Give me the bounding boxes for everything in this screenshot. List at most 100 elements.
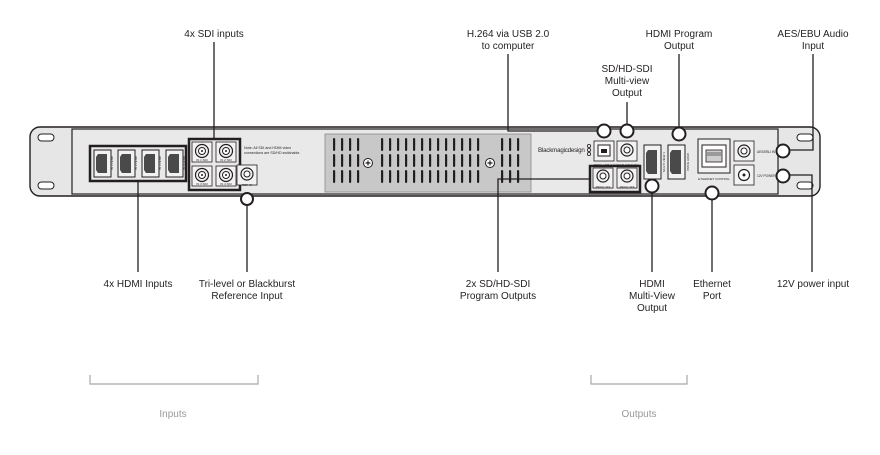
vent-screw-right — [485, 158, 495, 168]
vent-slot — [341, 138, 344, 151]
sdi-in-3-label: IN 3 SDI — [196, 182, 208, 186]
vent-slot — [501, 170, 504, 183]
panel-note-line-2: connections are SD/HD switchable. — [244, 151, 300, 155]
label-sdi-inputs: 4x SDI inputs — [184, 29, 244, 40]
vent-slot — [509, 138, 512, 151]
ethernet-label: ETHERNET CONTROL — [698, 177, 730, 181]
vent-slot — [453, 138, 456, 151]
vent-panel — [324, 133, 532, 193]
vent-slot — [357, 154, 360, 167]
label-aes-ebu-audio-input: AES/EBU Audio Input — [777, 29, 849, 52]
hdmi-in-2-label: IN 2 HDMI — [134, 156, 138, 170]
multiview-sdi-connector: MULTI VIEW SDI — [615, 140, 639, 167]
group-label-inputs: Inputs — [159, 409, 187, 420]
hdmi-in-4-label: IN 4 HDMI — [182, 156, 186, 170]
vent-slot — [461, 154, 464, 167]
sdi-in-4-label: IN 4 SDI — [220, 182, 232, 186]
sdi-in-2-connector — [215, 141, 237, 163]
group-label-outputs: Outputs — [621, 409, 657, 420]
brand-logo-dots — [587, 143, 592, 156]
outputs-bracket — [590, 375, 688, 385]
vent-slot — [453, 154, 456, 167]
label-h264-usb: H.264 via USB 2.0 to computer — [466, 29, 550, 52]
vent-slot — [517, 170, 520, 183]
vent-slots — [333, 138, 520, 183]
brand-logo: Blackmagicdesign — [538, 147, 585, 154]
vent-slot — [397, 154, 400, 167]
vent-slot — [413, 138, 416, 151]
hdmi-multiview-label: MULTI VIEW 1 — [662, 152, 666, 172]
vent-slot — [469, 154, 472, 167]
sdi-in-1-connector — [191, 141, 213, 163]
callout-power-line — [790, 174, 813, 272]
aes-input-connector: AES/EBU IN — [733, 140, 776, 162]
vent-slot — [461, 170, 464, 183]
prog-sdi-1-label: PROG SDI — [596, 185, 611, 189]
mount-hole-left-bottom — [37, 181, 55, 190]
vent-slot — [429, 138, 432, 151]
vent-slot — [413, 154, 416, 167]
marker-usb — [596, 123, 612, 139]
marker-ethernet — [704, 185, 720, 201]
panel-note-line-1: Note: All SDI and HDMI video — [244, 146, 291, 150]
power-connector: 12V POWER — [733, 164, 776, 186]
program-sdi-output-group: PROG SDI PROG SDI — [588, 164, 642, 194]
vent-slot — [405, 170, 408, 183]
marker-hdmi-program — [671, 126, 687, 142]
vent-slot — [477, 170, 480, 183]
vent-slot — [429, 154, 432, 167]
vent-slot — [469, 170, 472, 183]
vent-slot — [421, 170, 424, 183]
marker-power — [775, 168, 791, 184]
vent-slot — [469, 138, 472, 151]
hdmi-in-1-label: IN 1 HDMI — [110, 156, 114, 170]
vent-slot — [381, 154, 384, 167]
vent-slot — [397, 170, 400, 183]
label-hdmi-inputs: 4x HDMI Inputs — [103, 279, 173, 290]
usb-port: PROG USB 2.0 — [594, 140, 615, 167]
mount-hole-right-top — [796, 133, 814, 142]
vent-slot — [445, 170, 448, 183]
vent-slot — [413, 170, 416, 183]
label-ethernet-port: Ethernet Port — [693, 279, 731, 302]
hdmi-in-4-port: IN 4 HDMI — [165, 149, 186, 178]
vent-slot — [437, 138, 440, 151]
marker-multiview-sdi — [619, 123, 635, 139]
vent-slot — [333, 170, 336, 183]
mount-hole-left-top — [37, 133, 55, 142]
vent-slot — [453, 170, 456, 183]
vent-slot — [429, 170, 432, 183]
vent-slot — [389, 154, 392, 167]
vent-slot — [517, 138, 520, 151]
label-sdhd-multiview-output: SD/HD-SDI Multi-view Output — [601, 64, 653, 99]
hdmi-in-2-port: IN 2 HDMI — [117, 149, 138, 178]
vent-slot — [333, 138, 336, 151]
label-power-input: 12V power input — [776, 279, 850, 290]
callout-program-outputs-line — [497, 178, 590, 272]
vent-slot — [381, 170, 384, 183]
vent-slot — [349, 154, 352, 167]
vent-slot — [405, 154, 408, 167]
sdi-in-2-label: IN 2 SDI — [220, 158, 232, 162]
callout-usb-line — [507, 54, 605, 132]
vent-slot — [357, 138, 360, 151]
hdmi-input-group: IN 1 HDMI IN 2 HDMI IN 3 HDMI IN 4 HDMI — [88, 144, 188, 183]
inputs-bracket — [89, 375, 259, 385]
vent-slot — [349, 138, 352, 151]
vent-slot — [445, 154, 448, 167]
vent-slot — [421, 154, 424, 167]
callout-markers — [240, 123, 791, 206]
vent-slot — [509, 154, 512, 167]
vent-slot — [509, 170, 512, 183]
marker-hdmi-multiview — [644, 178, 660, 194]
vent-slot — [341, 170, 344, 183]
vent-slot — [341, 154, 344, 167]
hdmi-program-output-port: PROG HDMI — [667, 144, 690, 180]
vent-slot — [381, 138, 384, 151]
hdmi-program-label: PROG HDMI — [686, 153, 690, 171]
hdmi-in-3-label: IN 3 HDMI — [158, 156, 162, 170]
vent-screw-left — [363, 158, 373, 168]
ethernet-port: ETHERNET CONTROL — [697, 138, 731, 181]
